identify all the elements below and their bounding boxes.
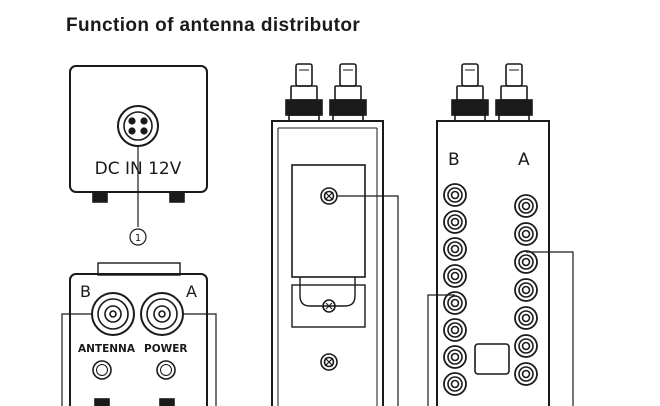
- output-leader-a: [526, 251, 574, 406]
- bracket-screw-icon: [320, 187, 338, 205]
- rear-foot-right: [169, 191, 185, 203]
- side-view: [271, 63, 399, 406]
- front-a-label: A: [186, 282, 197, 301]
- antenna-led-icon: [92, 360, 112, 380]
- front-b-label: B: [80, 282, 91, 301]
- power-label: POWER: [144, 343, 187, 355]
- front-foot-left: [94, 398, 110, 406]
- antenna-label: ANTENNA: [78, 343, 136, 355]
- output-b-label: B: [448, 150, 460, 170]
- output-bnc-right-icon: [495, 63, 533, 122]
- leader-line-a: [183, 313, 217, 406]
- side-bnc-left-icon: [285, 63, 323, 122]
- body-screw-icon: [320, 353, 338, 371]
- callout-number: 1: [135, 233, 141, 244]
- output-body: [436, 120, 550, 406]
- side-body: [271, 120, 384, 406]
- callout-circle: [129, 228, 147, 246]
- output-a-label: A: [518, 150, 530, 170]
- mounting-bracket: [291, 164, 366, 278]
- power-led-icon: [156, 360, 176, 380]
- leader-line-b: [61, 313, 92, 406]
- output-b-connectors: [443, 183, 467, 396]
- front-foot-right: [159, 398, 175, 406]
- front-panel-box: [69, 273, 208, 406]
- output-panel-view: B A: [427, 63, 574, 406]
- side-leader-line: [337, 195, 399, 406]
- side-bnc-right-icon: [329, 63, 367, 122]
- output-leader-b: [427, 294, 455, 406]
- lower-screw-icon: [322, 299, 336, 313]
- dc-connector-icon: [117, 105, 159, 147]
- bnc-connector-b-icon: [91, 292, 135, 336]
- bracket-lower-plate: [291, 284, 366, 328]
- rear-panel-view: DC IN 12V 1: [69, 65, 208, 246]
- output-a-connectors: [514, 194, 538, 386]
- bnc-connector-a-icon: [140, 292, 184, 336]
- front-panel-view: B A ANTENNA POWER: [61, 262, 217, 406]
- rear-foot-left: [92, 191, 108, 203]
- output-indicator-window: [474, 343, 510, 375]
- page-title: Function of antenna distributor: [66, 15, 361, 36]
- output-bnc-left-icon: [451, 63, 489, 122]
